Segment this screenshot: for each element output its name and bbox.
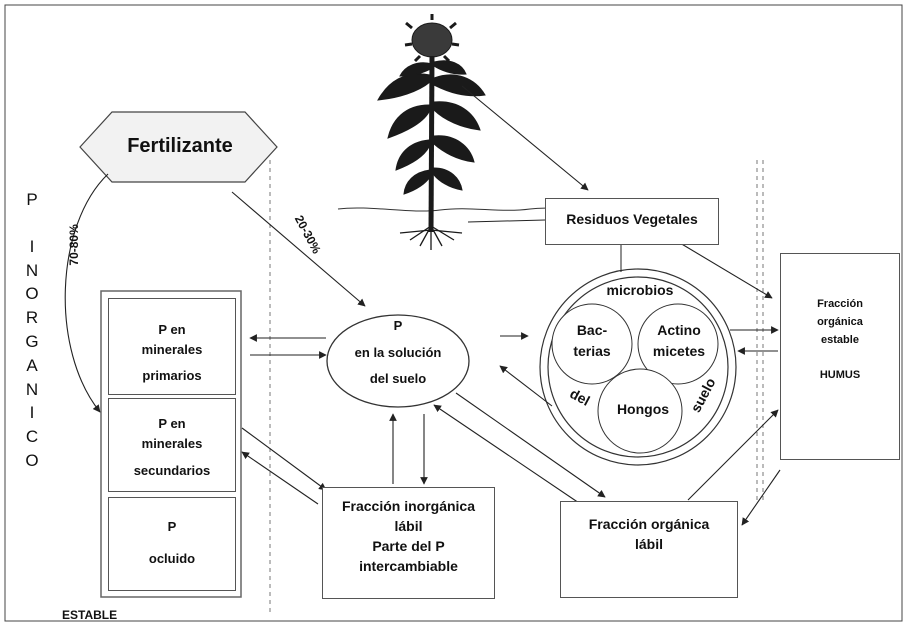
letter: I [29,403,35,423]
inorganic-labile-line-4: intercambiable [359,558,458,574]
arrow-fertilizer-to-solution [231,191,366,307]
letter: O [25,450,39,470]
fertilizer-hexagon [79,111,278,183]
microbe-outer-circle [539,268,737,466]
letter: P [26,190,38,209]
sunflower-plant [377,14,486,250]
letter: R [25,308,39,328]
letter: C [25,427,39,447]
residues-label: Residuos Vegetales [566,211,698,227]
solution-line-2: en la solución [354,345,442,360]
letter: A [26,355,38,375]
primary-line-1: P en [158,322,186,337]
bacteria-circle [551,303,633,385]
organic-labile-box: Fracción orgánica lábil [560,501,738,598]
arrow-plant-to-residues [461,85,589,191]
arrow-organic-labil-to-humus [687,409,779,501]
primary-line-2: minerales [141,342,203,357]
organic-labile-line-2: lábil [634,536,663,552]
arrow-residues-to-humus [679,242,773,299]
arrow-microbes-to-solution [499,365,553,407]
letter: N [25,260,39,280]
line-residues-to-roots [467,219,546,223]
inorganic-labile-box: Fracción inorgánica lábil Parte del P in… [322,487,495,599]
occluded-box: P ocluido [108,497,236,591]
hongos-circle [597,368,683,454]
organic-labile-line-1: Fracción orgánica [588,516,710,532]
actino-circle [637,303,719,385]
bacteria-line-1: Bac- [576,322,608,338]
pct-70-80: 70-80% [67,224,82,266]
residues-box: Residuos Vegetales [545,198,719,245]
secondary-line-2: minerales [141,436,203,451]
humus-line-4: HUMUS [819,369,861,381]
occluded-line-1: P [167,519,177,534]
solution-line-3: del suelo [369,371,427,386]
primary-minerals-box: P en minerales primarios [108,298,236,395]
letter: G [25,331,39,351]
primary-line-3: primarios [142,368,202,383]
arrow-secondary-to-inorganic-labil [241,427,327,491]
arrow-humus-to-organic-labil [741,469,781,526]
letter: I [29,236,35,256]
letter: N [25,379,39,399]
inorganic-labile-line-1: Fracción inorgánica [341,498,476,514]
microbes-title: microbios [606,282,674,298]
actino-line-2: micetes [652,343,706,359]
arrow-solution-to-organic-labil [455,392,606,498]
inorganic-labile-line-2: lábil [394,518,423,534]
humus-line-3: estable [821,334,859,346]
letter: O [25,284,39,304]
solution-ellipse [326,314,470,408]
mineral-column-frame [100,290,242,598]
stable-label: ESTABLE [62,608,118,622]
p-inorganico-label: P I N O R G A N I C O [22,188,42,473]
secondary-line-3: secundarios [133,463,211,478]
inorganic-labile-line-3: Parte del P [372,538,445,554]
occluded-line-2: ocluido [148,551,196,566]
fertilizer-label: Fertilizante [127,135,233,157]
actino-line-1: Actino [657,322,701,338]
bacteria-line-2: terias [573,343,611,359]
secondary-minerals-box: P en minerales secundarios [108,398,236,492]
arrow-inorganic-labil-to-secondary [241,451,319,505]
secondary-line-1: P en [158,416,186,431]
humus-line-2: orgánica [817,316,863,328]
outer-border [4,4,903,622]
hongos-label: Hongos [616,401,670,417]
humus-box: Fracción orgánica estable HUMUS [780,253,900,460]
solution-line-1: P [393,318,403,333]
microbe-inner-circle [547,276,729,458]
humus-line-1: Fracción [817,298,863,310]
arrow-organic-labil-to-solution [433,404,583,506]
arrow-fertilizer-to-minerals [64,173,109,413]
